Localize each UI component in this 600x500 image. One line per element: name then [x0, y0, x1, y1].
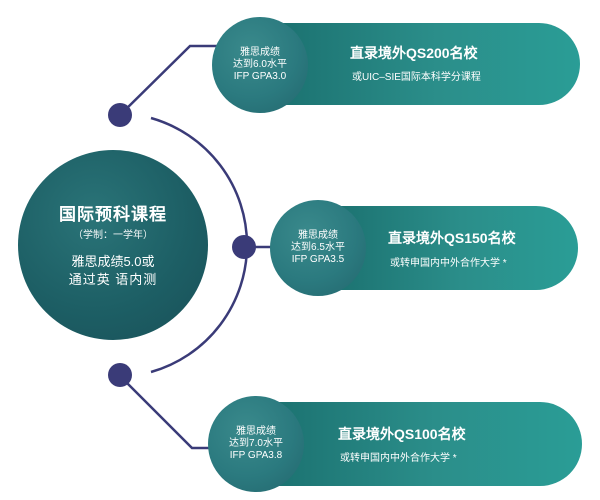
- tier-subtitle: 或转申国内中外合作大学 *: [390, 258, 507, 269]
- tier-badge: 雅思成绩 达到7.0水平 IFP GPA3.8: [208, 396, 304, 492]
- tier-badge: 雅思成绩 达到6.0水平 IFP GPA3.0: [212, 17, 308, 113]
- badge-line: 达到7.0水平: [229, 438, 283, 449]
- badge-line: 达到6.5水平: [291, 242, 345, 253]
- program-requirement-line2: 通过英 语内测: [68, 272, 158, 287]
- tier-pill: 直录境外QS150名校 或转申国内中外合作大学 *: [320, 206, 578, 290]
- badge-line: IFP GPA3.8: [229, 450, 283, 461]
- tier-subtitle: 或UIC–SIE国际本科学分课程: [352, 72, 481, 83]
- connector-line-top: [121, 44, 222, 114]
- badge-line: IFP GPA3.5: [291, 254, 345, 265]
- program-circle: 国际预科课程 （学制：一学年） 雅思成绩5.0或 通过英 语内测: [18, 150, 208, 340]
- badge-line: 雅思成绩: [240, 47, 280, 58]
- tier-badge: 雅思成绩 达到6.5水平 IFP GPA3.5: [270, 200, 366, 296]
- badge-line: 雅思成绩: [236, 426, 276, 437]
- connector-node-top: [108, 103, 132, 127]
- program-title: 国际预科课程: [59, 205, 167, 224]
- tier-title: 直录境外QS100名校: [338, 426, 466, 442]
- tier-subtitle: 或转申国内中外合作大学 *: [340, 453, 457, 464]
- tier-title: 直录境外QS200名校: [350, 45, 478, 61]
- program-duration: （学制：一学年）: [73, 230, 153, 241]
- connector-line-bottom: [121, 377, 214, 450]
- tier-pill: 直录境外QS200名校 或UIC–SIE国际本科学分课程: [262, 23, 580, 105]
- tier-title: 直录境外QS150名校: [388, 230, 516, 246]
- program-requirement-line1: 雅思成绩5.0或: [71, 254, 155, 269]
- tier-pill: 直录境外QS100名校 或转申国内中外合作大学 *: [256, 402, 582, 486]
- badge-line: 达到6.0水平: [233, 59, 287, 70]
- connector-node-bottom: [108, 363, 132, 387]
- badge-line: IFP GPA3.0: [233, 71, 287, 82]
- connector-node-middle: [232, 235, 256, 259]
- badge-line: 雅思成绩: [298, 230, 338, 241]
